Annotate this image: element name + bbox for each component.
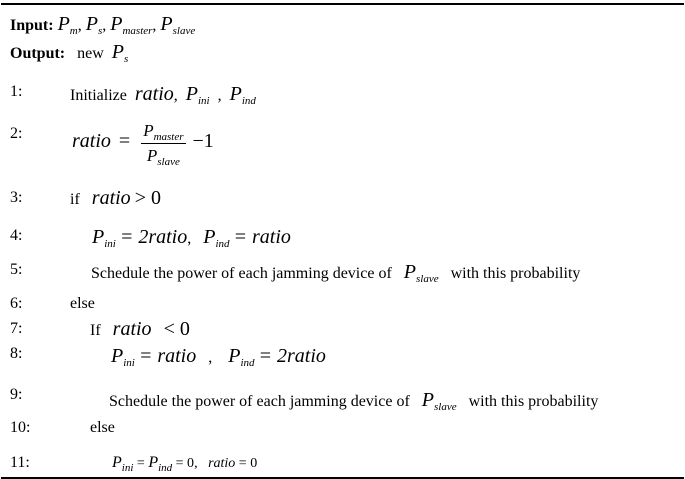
line-number: 11:: [10, 454, 30, 471]
line-11: Pini = Pind = 0, ratio = 0: [112, 454, 258, 474]
line-7: If ratio < 0: [90, 318, 190, 340]
line-1: Initialize ratio, Pini , Pind: [70, 83, 256, 107]
output-line: Output: new Ps: [10, 41, 129, 65]
line-number: 7:: [10, 320, 23, 337]
output-label: Output:: [10, 45, 66, 62]
line-2-formula: ratio = Pmaster Pslave −1: [72, 121, 214, 168]
line-4: Pini = 2ratio, Pind = ratio: [92, 226, 291, 250]
line-number: 2:: [10, 125, 23, 142]
input-line: Input: Pm, Ps, Pmaster, Pslave: [10, 13, 196, 37]
line-8: Pini = ratio , Pind = 2ratio: [111, 345, 326, 369]
ratio-fraction: Pmaster Pslave: [141, 121, 186, 168]
line-9: Schedule the power of each jamming devic…: [109, 389, 599, 413]
line-number: 10:: [10, 419, 31, 436]
input-label: Input:: [10, 17, 54, 34]
line-10: else: [90, 419, 115, 436]
algorithm-box: Input: Pm, Ps, Pmaster, Pslave Output: n…: [1, 3, 684, 479]
line-number: 1:: [10, 83, 23, 100]
line-number: 3:: [10, 189, 23, 206]
line-3: if ratio > 0: [70, 187, 161, 209]
line-number: 5:: [10, 261, 23, 278]
line-number: 9:: [10, 386, 23, 403]
line-number: 8:: [10, 345, 23, 362]
line-6: else: [70, 295, 95, 312]
line-number: 6:: [10, 295, 23, 312]
line-number: 4:: [10, 227, 23, 244]
line-5: Schedule the power of each jamming devic…: [91, 261, 581, 285]
